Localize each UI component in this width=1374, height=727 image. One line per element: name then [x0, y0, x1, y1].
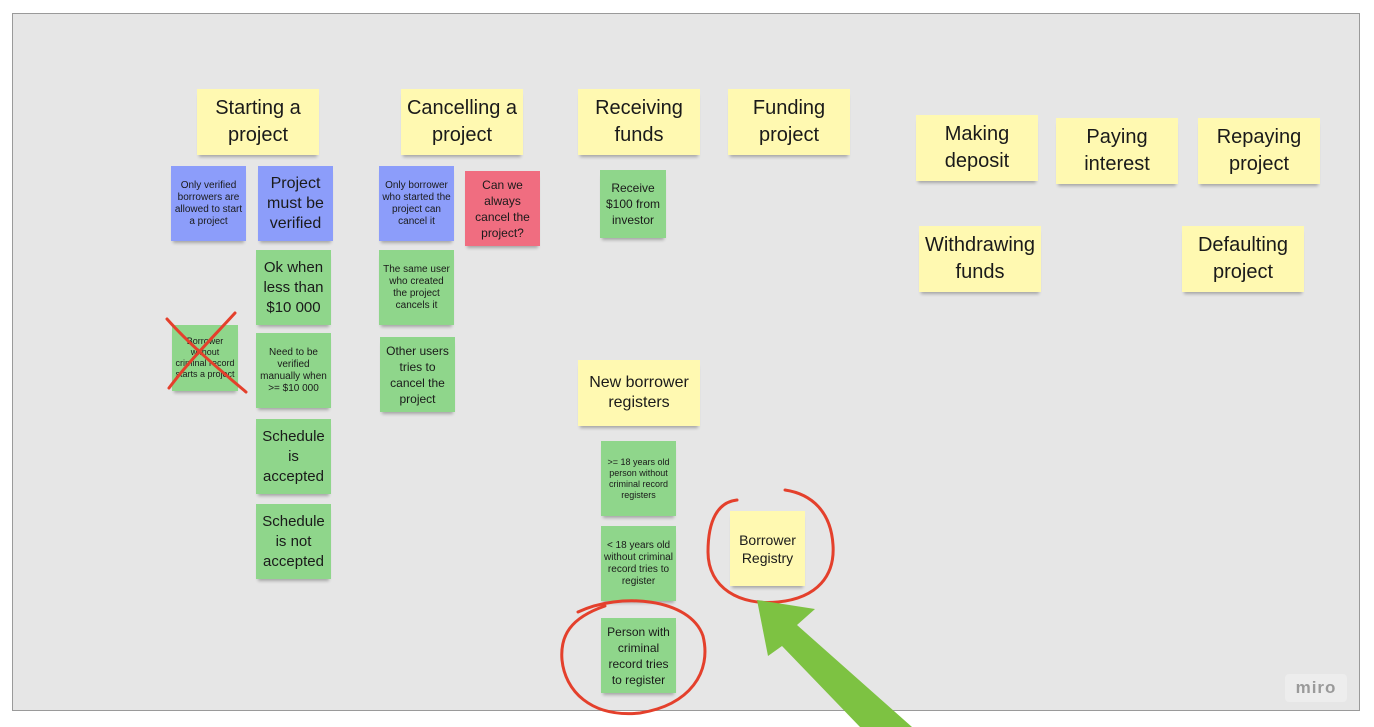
- note-minor-registers[interactable]: < 18 years old without criminal record t…: [601, 526, 676, 601]
- miro-logo: miro: [1285, 674, 1347, 702]
- note-receiving-funds[interactable]: Receiving funds: [578, 89, 700, 155]
- note-schedule-accepted[interactable]: Schedule is accepted: [256, 419, 331, 494]
- note-ok-less[interactable]: Ok when less than $10 000: [256, 250, 331, 325]
- note-only-borrower-cancel[interactable]: Only borrower who started the project ca…: [379, 166, 454, 241]
- note-project-verified[interactable]: Project must be verified: [258, 166, 333, 241]
- note-borrower-no-record[interactable]: Borrower without criminal record starts …: [172, 325, 238, 391]
- note-funding-project[interactable]: Funding project: [728, 89, 850, 155]
- note-starting-project[interactable]: Starting a project: [197, 89, 319, 155]
- note-paying-interest[interactable]: Paying interest: [1056, 118, 1178, 184]
- note-cancelling-project[interactable]: Cancelling a project: [401, 89, 523, 155]
- note-same-user-cancels[interactable]: The same user who created the project ca…: [379, 250, 454, 325]
- note-borrower-registry[interactable]: Borrower Registry: [730, 511, 805, 586]
- note-adult-registers[interactable]: >= 18 years old person without criminal …: [601, 441, 676, 516]
- note-verify-manually[interactable]: Need to be verified manually when >= $10…: [256, 333, 331, 408]
- note-defaulting-project[interactable]: Defaulting project: [1182, 226, 1304, 292]
- note-making-deposit[interactable]: Making deposit: [916, 115, 1038, 181]
- note-can-we-cancel[interactable]: Can we always cancel the project?: [465, 171, 540, 246]
- note-only-verified[interactable]: Only verified borrowers are allowed to s…: [171, 166, 246, 241]
- whiteboard-canvas[interactable]: Starting a project Cancelling a project …: [12, 13, 1360, 711]
- note-other-users-cancel[interactable]: Other users tries to cancel the project: [380, 337, 455, 412]
- note-receive-100[interactable]: Receive $100 from investor: [600, 170, 666, 238]
- note-new-borrower[interactable]: New borrower registers: [578, 360, 700, 426]
- note-schedule-not-accepted[interactable]: Schedule is not accepted: [256, 504, 331, 579]
- note-withdrawing-funds[interactable]: Withdrawing funds: [919, 226, 1041, 292]
- note-repaying-project[interactable]: Repaying project: [1198, 118, 1320, 184]
- note-criminal-registers[interactable]: Person with criminal record tries to reg…: [601, 618, 676, 693]
